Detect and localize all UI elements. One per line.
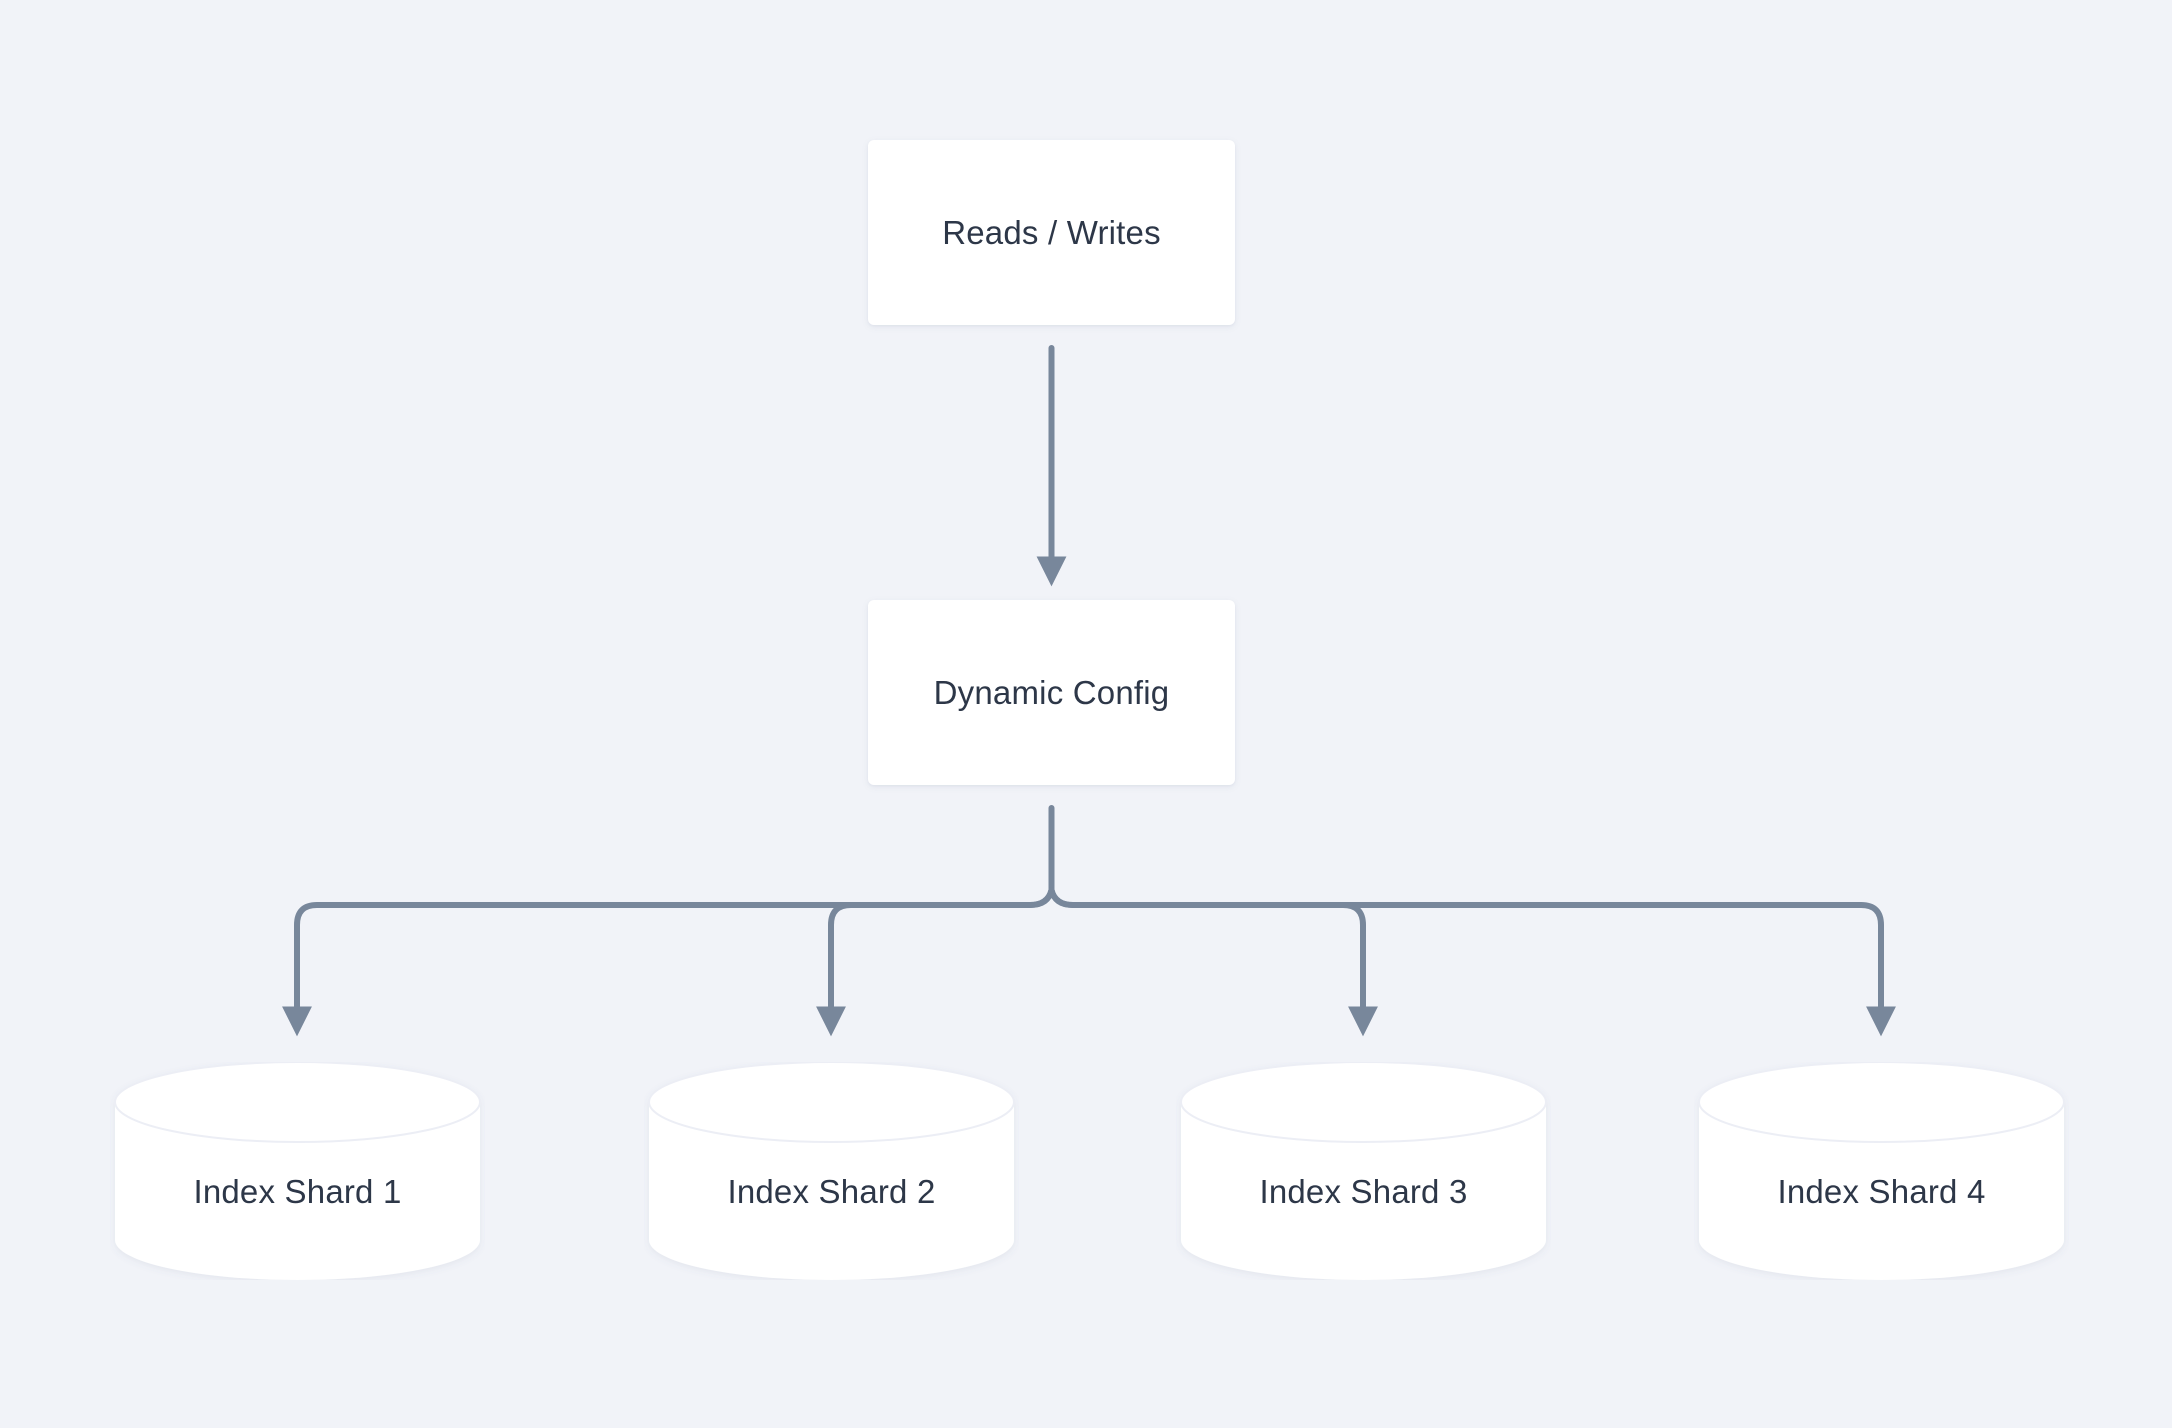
cylinder-shape-icon <box>648 1062 1015 1280</box>
cylinder-shape-icon <box>1698 1062 2065 1280</box>
edge-config-to-shard-4 <box>1048 887 1896 1037</box>
node-dynamic-config-label: Dynamic Config <box>933 673 1170 711</box>
edge-config-to-shard-1 <box>282 887 1055 1037</box>
edge-config-to-shard-3 <box>1048 887 1378 1037</box>
node-index-shard-4-label: Index Shard 4 <box>1777 1173 1986 1210</box>
cylinder-shape-icon <box>1180 1062 1547 1280</box>
node-index-shard-2-label: Index Shard 2 <box>727 1173 936 1210</box>
node-reads-writes-label: Reads / Writes <box>942 213 1161 251</box>
node-index-shard-2[interactable]: Index Shard 2 <box>644 1062 1019 1280</box>
node-index-shard-1[interactable]: Index Shard 1 <box>110 1062 485 1280</box>
edge-config-to-shard-2 <box>816 887 1055 1037</box>
node-index-shard-4[interactable]: Index Shard 4 <box>1694 1062 2069 1280</box>
node-index-shard-3-label: Index Shard 3 <box>1259 1173 1468 1210</box>
node-dynamic-config[interactable]: Dynamic Config <box>868 600 1235 785</box>
node-index-shard-1-label: Index Shard 1 <box>193 1173 402 1210</box>
node-index-shard-3[interactable]: Index Shard 3 <box>1176 1062 1551 1280</box>
cylinder-shape-icon <box>114 1062 481 1280</box>
node-reads-writes[interactable]: Reads / Writes <box>868 140 1235 325</box>
